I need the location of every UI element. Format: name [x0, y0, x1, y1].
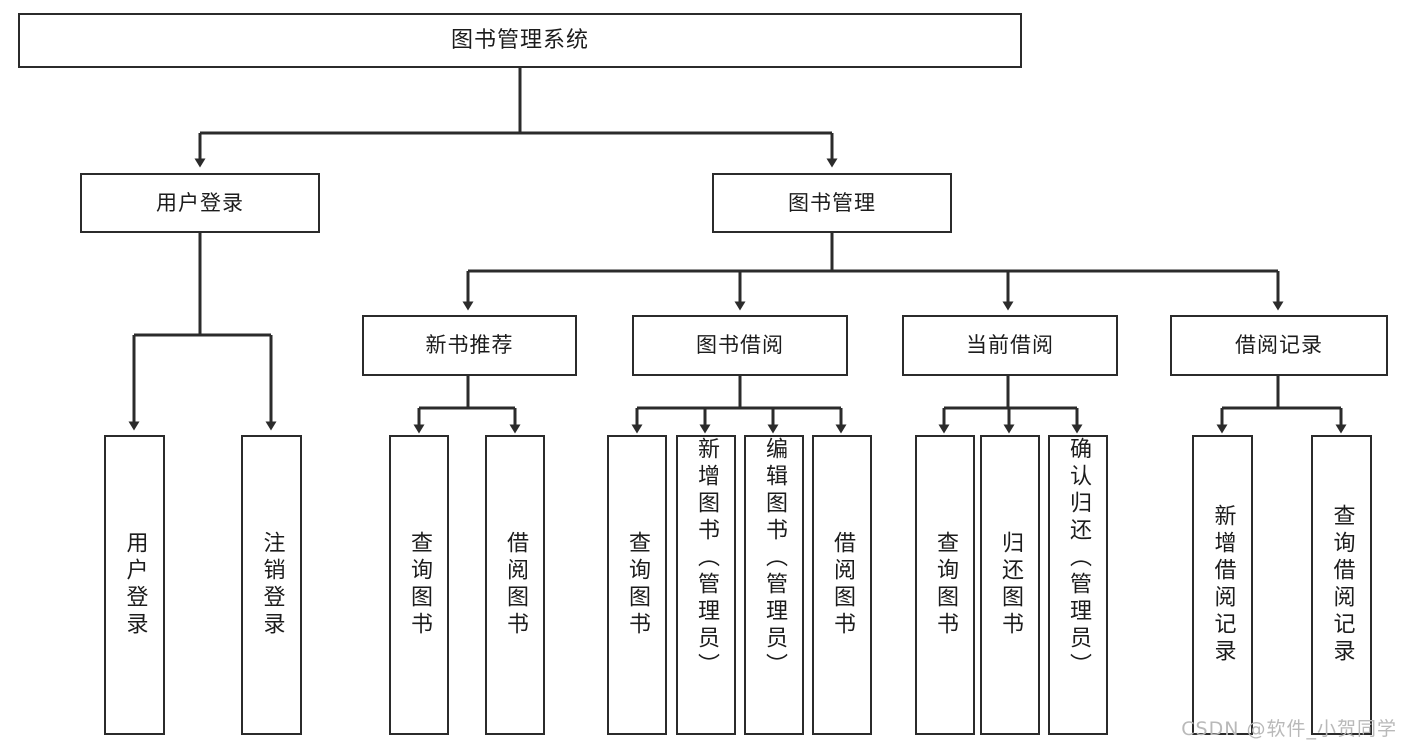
- leaf-borrow-edit-book-admin[interactable]: 编辑图书（管理员）: [744, 435, 804, 735]
- node-label: 用户登录: [122, 531, 148, 639]
- node-label: 借阅图书: [830, 531, 855, 639]
- node-label: 编辑图书（管理员）: [762, 437, 787, 680]
- watermark: CSDN @软件_小贺同学: [1181, 718, 1397, 740]
- node-label: 图书借阅: [696, 333, 784, 358]
- leaf-borrow-add-book-admin[interactable]: 新增图书（管理员）: [676, 435, 736, 735]
- node-label: 查询图书: [407, 531, 432, 639]
- leaf-record-add-record[interactable]: 新增借阅记录: [1192, 435, 1253, 735]
- leaf-record-query-record[interactable]: 查询借阅记录: [1311, 435, 1372, 735]
- node-book-management-system[interactable]: 图书管理系统: [18, 13, 1022, 68]
- node-new-book-recommend[interactable]: 新书推荐: [362, 315, 577, 376]
- node-label: 新增图书（管理员）: [694, 437, 719, 680]
- node-label: 注销登录: [259, 531, 285, 639]
- node-book-management[interactable]: 图书管理: [712, 173, 952, 233]
- leaf-new-book-borrow-book[interactable]: 借阅图书: [485, 435, 545, 735]
- node-label: 借阅记录: [1235, 333, 1323, 358]
- node-current-borrow[interactable]: 当前借阅: [902, 315, 1118, 376]
- node-label: 图书管理: [788, 190, 876, 215]
- node-user-login[interactable]: 用户登录: [80, 173, 320, 233]
- node-label: 当前借阅: [966, 333, 1054, 358]
- node-label: 用户登录: [156, 190, 244, 215]
- node-label: 新增借阅记录: [1210, 504, 1236, 666]
- leaf-borrow-query-book[interactable]: 查询图书: [607, 435, 667, 735]
- node-label: 查询借阅记录: [1329, 504, 1355, 666]
- node-borrow-record[interactable]: 借阅记录: [1170, 315, 1388, 376]
- node-label: 归还图书: [998, 531, 1023, 639]
- node-book-borrow[interactable]: 图书借阅: [632, 315, 848, 376]
- node-label: 借阅图书: [503, 531, 528, 639]
- leaf-current-confirm-return-admin[interactable]: 确认归还（管理员）: [1048, 435, 1108, 735]
- node-label: 查询图书: [625, 531, 650, 639]
- leaf-user-login-login[interactable]: 用户登录: [104, 435, 165, 735]
- node-label: 确认归还（管理员）: [1066, 437, 1091, 680]
- node-label: 查询图书: [933, 531, 958, 639]
- leaf-current-query-book[interactable]: 查询图书: [915, 435, 975, 735]
- leaf-borrow-borrow-book[interactable]: 借阅图书: [812, 435, 872, 735]
- leaf-user-login-logout[interactable]: 注销登录: [241, 435, 302, 735]
- leaf-current-return-book[interactable]: 归还图书: [980, 435, 1040, 735]
- leaf-new-book-query-book[interactable]: 查询图书: [389, 435, 449, 735]
- node-label: 图书管理系统: [450, 27, 589, 53]
- node-label: 新书推荐: [425, 333, 514, 358]
